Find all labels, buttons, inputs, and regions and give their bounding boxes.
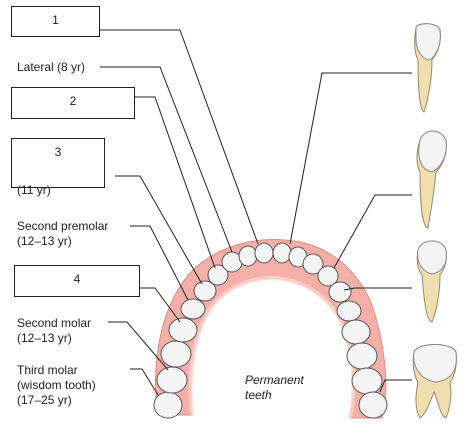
label-second-molar: Second molar <box>17 316 92 330</box>
label-second-premolar-age: (12–13 yr) <box>17 234 72 248</box>
leader-lines <box>100 29 412 396</box>
answer-box-2[interactable]: 2 <box>11 87 135 119</box>
molar-tooth-illustration <box>412 344 457 419</box>
box-2-number: 2 <box>69 94 77 108</box>
caption-permanent: Permanent <box>245 373 304 387</box>
label-third-molar-alt: (wisdom tooth) <box>17 378 96 392</box>
label-second-premolar: Second premolar <box>17 219 109 233</box>
label-lateral: Lateral (8 yr) <box>17 60 86 74</box>
label-partial-hidden: (11 yr) <box>17 183 51 197</box>
teeth-left <box>153 242 274 419</box>
canine-tooth-illustration <box>416 130 447 229</box>
answer-box-1[interactable]: 1 <box>11 6 100 37</box>
box-3-number: 3 <box>54 145 62 159</box>
incisor-tooth-illustration <box>414 23 441 113</box>
answer-box-4[interactable]: 4 <box>14 265 140 297</box>
caption-teeth: teeth <box>245 388 272 402</box>
box-1-number: 1 <box>52 13 59 27</box>
teeth-right <box>272 242 388 419</box>
box-4-number: 4 <box>73 272 81 286</box>
premolar-tooth-illustration <box>416 240 447 323</box>
label-second-molar-age: (12–13 yr) <box>17 331 72 345</box>
label-third-molar: Third molar <box>17 363 78 377</box>
answer-box-3[interactable]: 3 <box>11 138 105 188</box>
label-third-molar-age: (17–25 yr) <box>17 393 72 407</box>
